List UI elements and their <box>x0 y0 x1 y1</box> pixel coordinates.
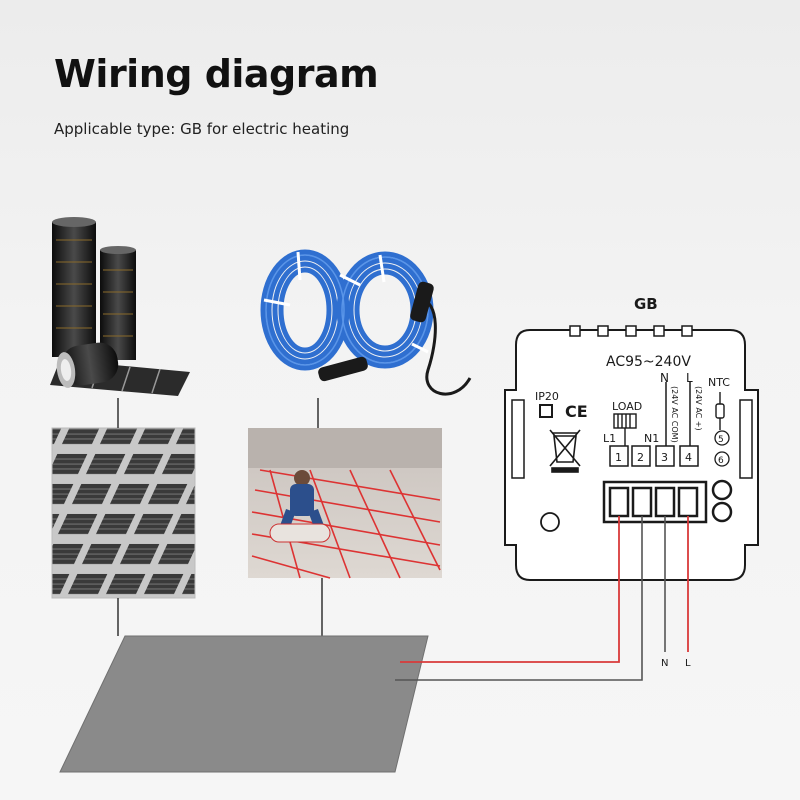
l1-label: L1 <box>603 432 616 445</box>
terminal-3-box <box>655 445 675 467</box>
n1-label: N1 <box>644 432 659 445</box>
terminal-6-number: 6 <box>718 456 724 466</box>
thermostat-model-label: GB <box>634 295 658 313</box>
terminal-5 <box>714 430 730 446</box>
ce-mark: CE <box>565 402 588 421</box>
terminal-1-number: 1 <box>615 451 622 464</box>
page-subtitle: Applicable type: GB for electric heating <box>54 120 350 138</box>
supply-n-label: N <box>661 658 668 669</box>
ip20-label: IP20 <box>535 390 559 403</box>
film-floor-photo <box>51 427 196 599</box>
n-sub-label: (24V AC COM) <box>670 386 679 443</box>
terminal-4-number: 4 <box>685 451 692 464</box>
load-relay-icon <box>613 413 637 448</box>
load-label: LOAD <box>612 400 642 413</box>
l-terminal-label: L <box>686 371 693 385</box>
terminal-6 <box>714 451 730 467</box>
supply-l-label: L <box>685 658 691 669</box>
ip20-square-icon <box>539 404 553 418</box>
ntc-label: NTC <box>708 376 730 389</box>
film-roll-lying <box>61 342 119 386</box>
terminal-4-box <box>679 445 699 467</box>
page-title: Wiring diagram <box>54 52 379 96</box>
wires <box>395 516 689 681</box>
ntc-probe-icon <box>715 392 725 430</box>
floor-heating-plate <box>59 635 429 773</box>
terminal-3-number: 3 <box>661 451 668 464</box>
image-connectors <box>117 398 323 636</box>
terminal-1-box <box>609 445 629 467</box>
voltage-label: AC95~240V <box>606 354 691 370</box>
terminal-2-number: 2 <box>637 451 644 464</box>
wire-l1-to-floor <box>400 516 620 663</box>
weee-crossed-bin-icon <box>549 429 581 473</box>
wire-n1-to-floor <box>395 516 643 681</box>
l-sub-label: (24V AC +) <box>694 386 703 431</box>
heating-film-rolls-image <box>50 217 190 396</box>
film-roll-medium <box>100 250 136 360</box>
film-roll-tall <box>52 222 96 357</box>
terminal-2-box <box>631 445 651 467</box>
cable-installation-photo <box>248 428 442 579</box>
worker <box>294 470 310 486</box>
mounting-hole <box>540 512 560 532</box>
terminal-5-number: 5 <box>718 435 724 445</box>
heating-cable-coils-image <box>260 249 472 396</box>
n-terminal-label: N <box>660 371 669 385</box>
